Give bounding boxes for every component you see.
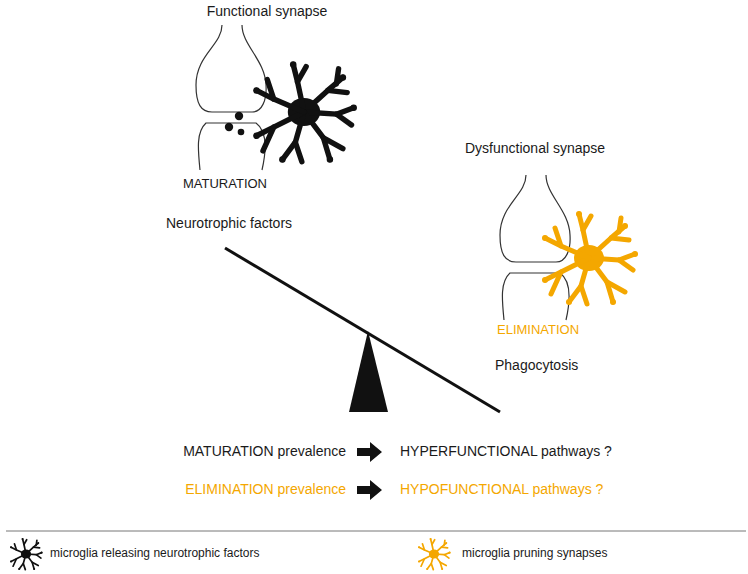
heading: Dysfunctional synapse	[465, 140, 605, 156]
process-label: MATURATION	[183, 177, 267, 192]
separator	[6, 531, 746, 532]
legend-icon-black	[10, 538, 43, 570]
neurotrophic-dot	[238, 129, 245, 136]
legend-text: microglia pruning synapses	[462, 547, 607, 561]
heading: Functional synapse	[207, 3, 328, 19]
block-arrow	[357, 442, 382, 462]
factor-label: Phagocytosis	[495, 357, 578, 373]
outcome-label: HYPOFUNCTIONAL pathways ?	[400, 481, 603, 497]
neurotrophic-dot	[225, 123, 233, 131]
process-label: ELIMINATION	[497, 323, 579, 338]
prevalence-label: MATURATION prevalence	[183, 443, 346, 459]
neurotrophic-dot	[235, 112, 243, 120]
microglia-black	[253, 61, 357, 163]
functional-synapse	[196, 25, 266, 170]
prevalence-label: ELIMINATION prevalence	[185, 481, 346, 497]
legend-icon-orange	[418, 538, 451, 570]
legend-text: microglia releasing neurotrophic factors	[50, 547, 259, 561]
block-arrow	[357, 480, 382, 500]
fulcrum	[349, 331, 388, 412]
balance-beam	[225, 248, 500, 412]
microglia-orange	[542, 211, 638, 305]
outcome-label: HYPERFUNCTIONAL pathways ?	[400, 443, 612, 459]
factor-label: Neurotrophic factors	[166, 215, 292, 231]
